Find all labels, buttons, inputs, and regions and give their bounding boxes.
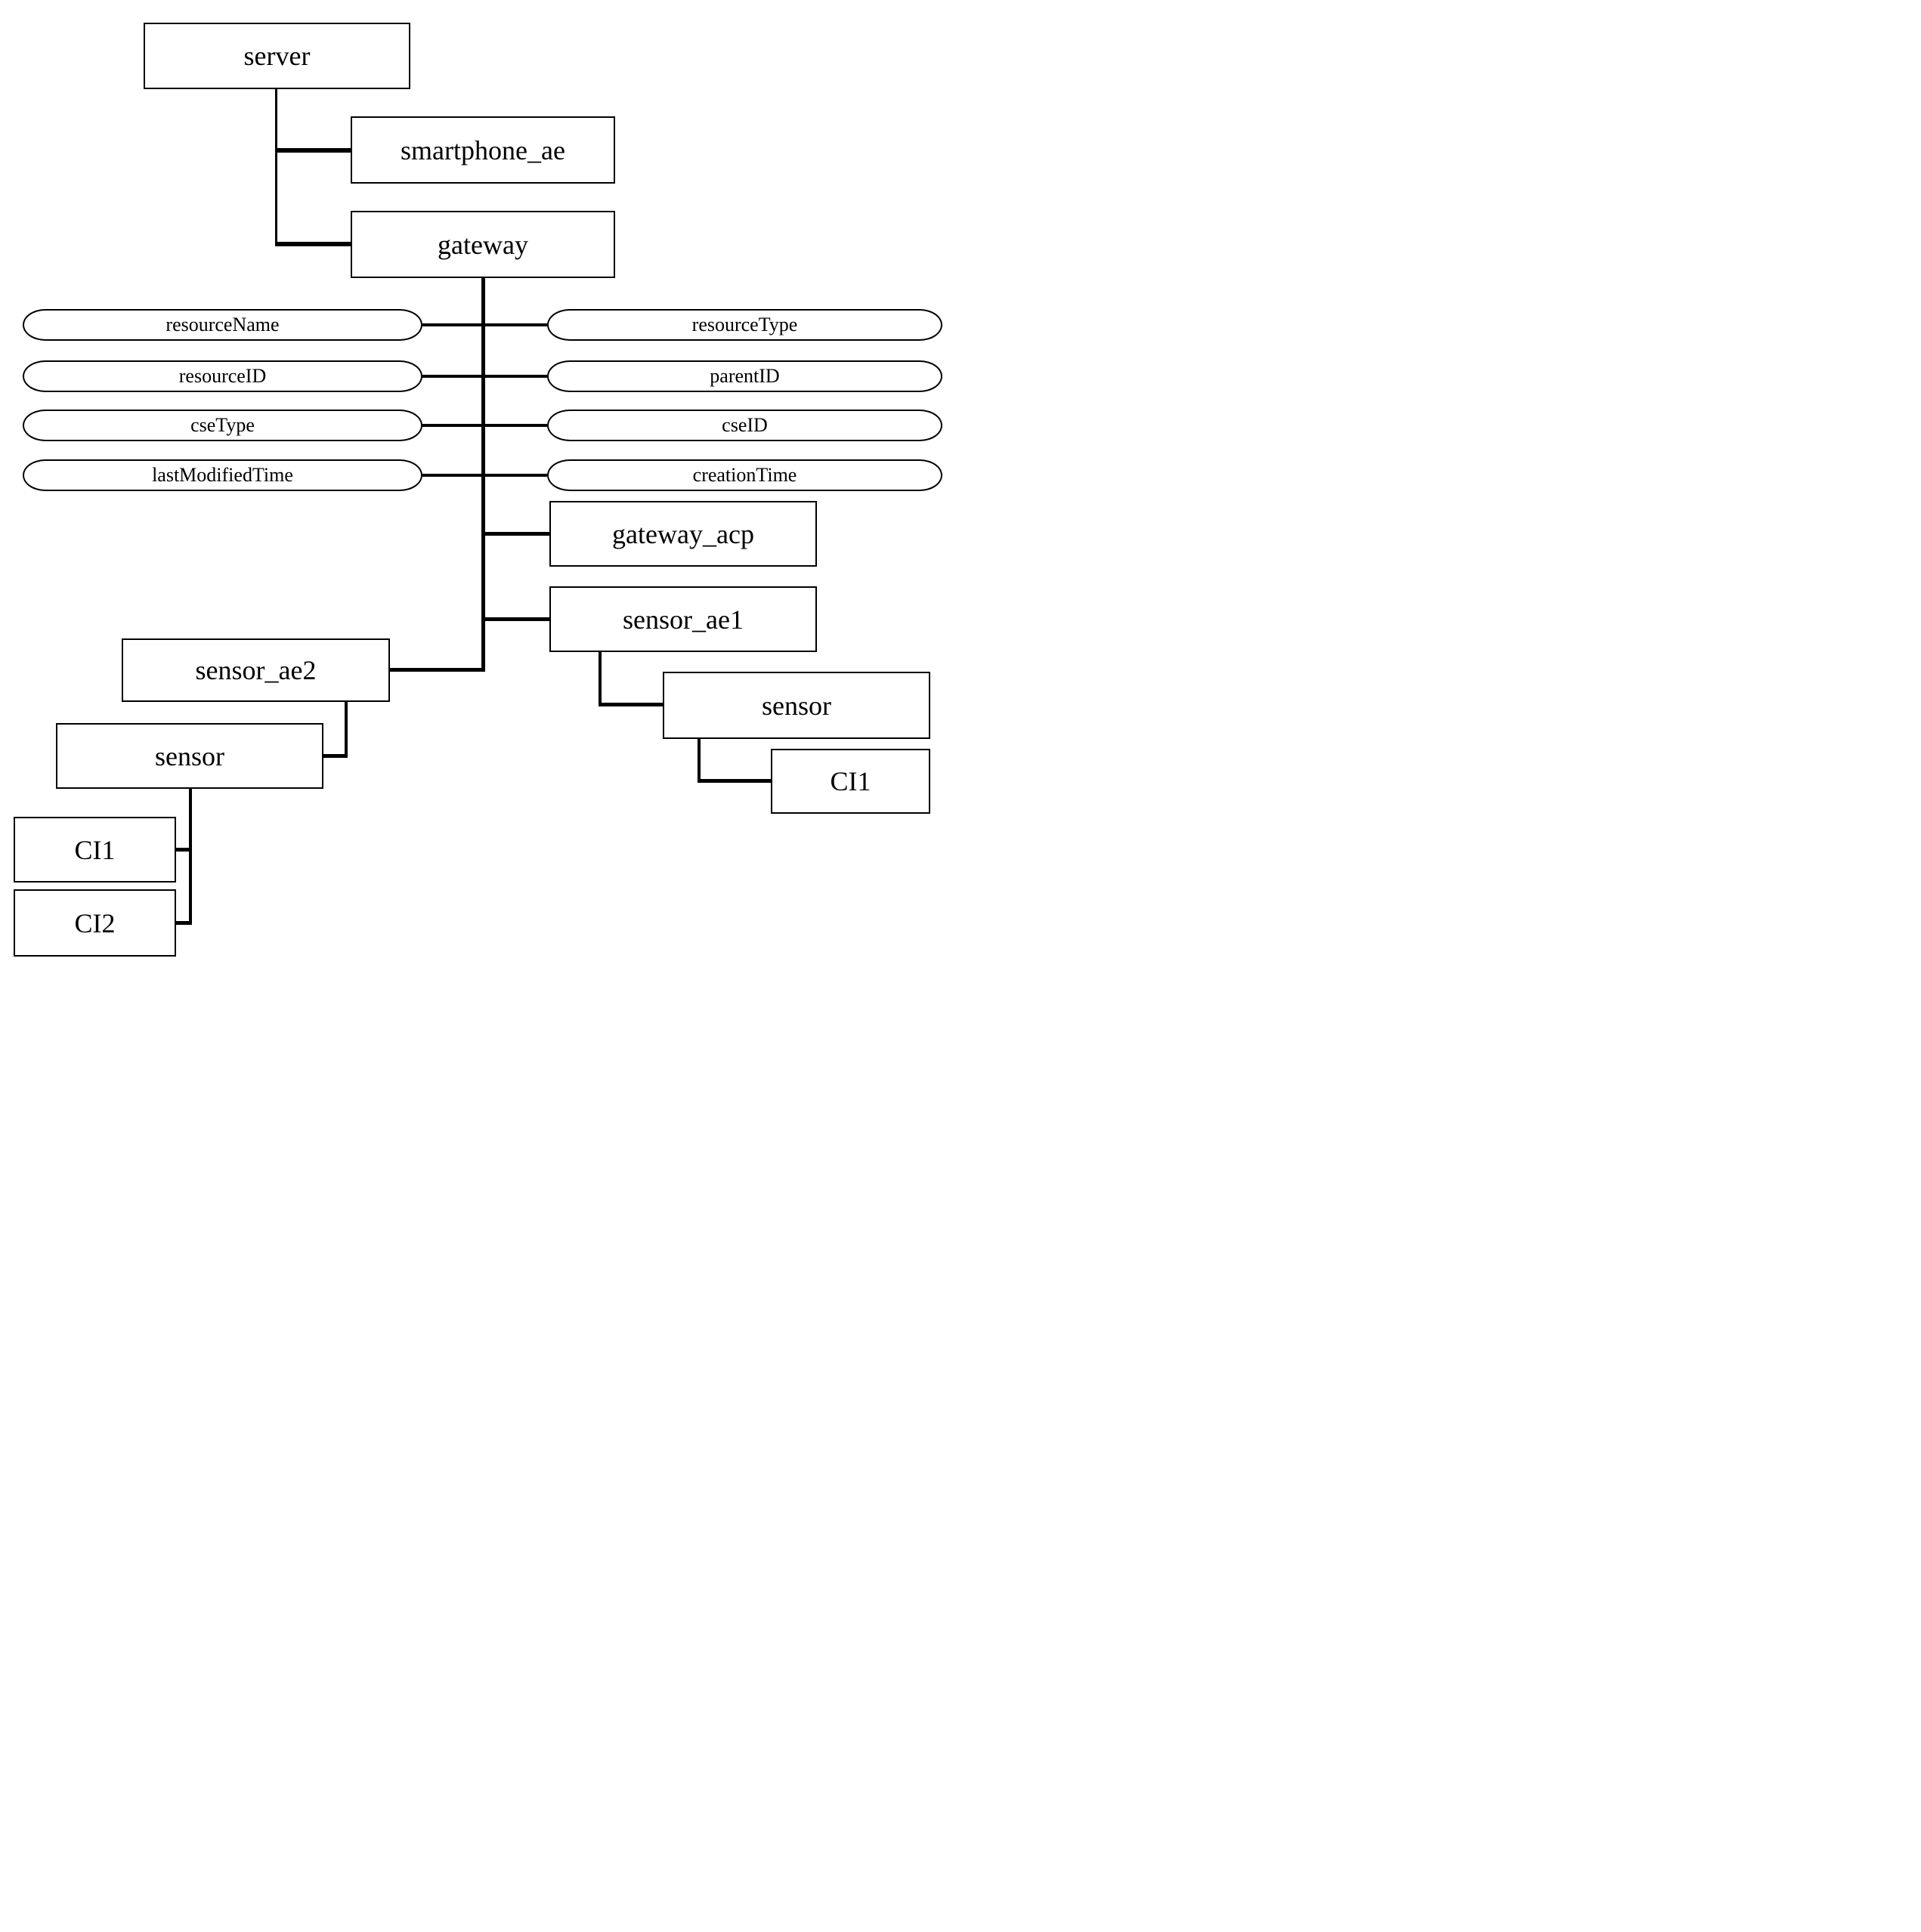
node-gateway-acp: gateway_acp — [549, 501, 817, 567]
attr-creation-time: creationTime — [547, 459, 942, 491]
attr-resource-type: resourceType — [547, 309, 942, 341]
resource-tree-diagram: server smartphone_ae gateway gateway_acp… — [0, 0, 960, 966]
connector-sensor-right-drop — [698, 739, 701, 783]
connector-attr-row-3 — [422, 424, 547, 427]
connector-gateway-sensor-ae2 — [390, 668, 483, 672]
attr-last-modified-time: lastModifiedTime — [23, 459, 422, 491]
node-ci1-right: CI1 — [771, 749, 930, 814]
node-ci1-left: CI1 — [14, 817, 176, 883]
connector-server-smartphone — [275, 148, 351, 153]
connector-sensor-left-drop — [189, 789, 192, 925]
connector-gateway-sensor-ae1 — [483, 617, 549, 621]
connector-attr-row-2 — [422, 375, 547, 378]
connector-sensor-ae1-sensor — [599, 703, 663, 706]
node-sensor-right: sensor — [663, 672, 930, 739]
connector-sensor-ae1-drop — [599, 652, 602, 706]
connector-sensor-left-ci1 — [175, 848, 192, 852]
attr-resource-id: resourceID — [23, 360, 422, 392]
connector-sensor-ae2-drop — [345, 701, 348, 758]
connector-attr-row-4 — [422, 474, 547, 477]
connector-sensor-ae2-sensor — [323, 754, 348, 758]
connector-sensor-left-ci2 — [175, 921, 192, 925]
connector-server-gateway — [275, 242, 351, 246]
node-server: server — [144, 23, 410, 89]
connector-gateway-acp — [483, 532, 549, 536]
attr-resource-name: resourceName — [23, 309, 422, 341]
node-smartphone-ae: smartphone_ae — [351, 116, 615, 184]
attr-cse-type: cseType — [23, 410, 422, 441]
node-gateway: gateway — [351, 211, 615, 278]
attr-cse-id: cseID — [547, 410, 942, 441]
node-sensor-left: sensor — [56, 723, 323, 789]
node-sensor-ae2: sensor_ae2 — [122, 638, 390, 702]
node-sensor-ae1: sensor_ae1 — [549, 586, 817, 652]
connector-server-trunk — [275, 89, 277, 246]
connector-sensor-right-ci1 — [698, 779, 771, 783]
connector-attr-row-1 — [422, 323, 547, 326]
attr-parent-id: parentID — [547, 360, 942, 392]
node-ci2-left: CI2 — [14, 889, 176, 957]
